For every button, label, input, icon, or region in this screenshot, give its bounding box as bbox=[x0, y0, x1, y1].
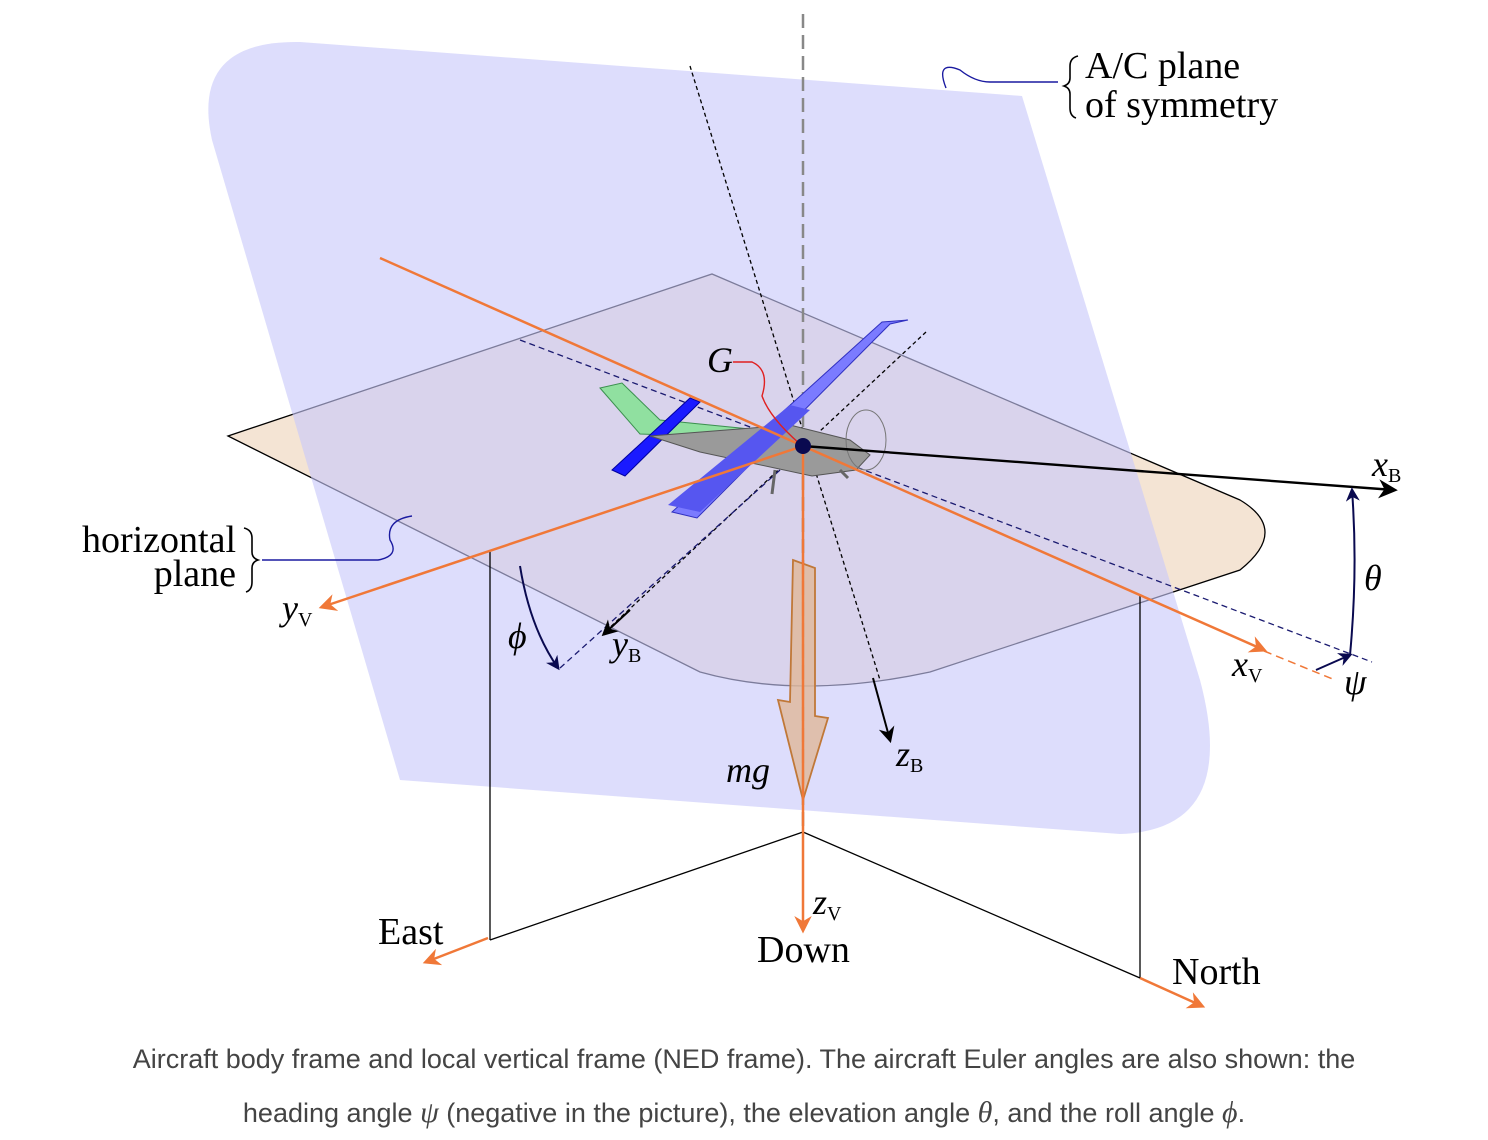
theta-arc bbox=[1345, 487, 1360, 656]
zb-label: zB bbox=[895, 734, 923, 777]
ground-projection-lines bbox=[489, 552, 1141, 979]
xb-label: xB bbox=[1371, 444, 1401, 487]
horizontal-plane-pointer bbox=[262, 515, 413, 561]
xv-axis-back bbox=[379, 256, 804, 448]
caption-part2: heading angle bbox=[242, 1098, 413, 1128]
wing-underside bbox=[668, 405, 810, 512]
yb-label: yB bbox=[609, 624, 641, 667]
vertical-frame-axes bbox=[318, 256, 1268, 1009]
xv-label: xV bbox=[1231, 644, 1263, 687]
weight-label: mg bbox=[726, 750, 770, 790]
braces bbox=[243, 55, 1079, 593]
caption-part5: . bbox=[1237, 1098, 1246, 1128]
caption-phi: ϕ bbox=[1222, 1096, 1238, 1129]
xv-axis bbox=[802, 444, 1268, 653]
pointer-lines bbox=[262, 66, 1058, 561]
aircraft bbox=[599, 319, 909, 519]
symmetry-plane-pointer bbox=[942, 66, 1058, 89]
angle-arcs bbox=[519, 487, 1360, 671]
zv-label: zV bbox=[812, 882, 842, 925]
horizontal-plane-label-line1: horizontal bbox=[82, 519, 236, 561]
yb-axis bbox=[601, 609, 631, 637]
phi-label: ϕ bbox=[508, 616, 527, 656]
xb-axis bbox=[802, 444, 1398, 499]
horizontal-plane-brace bbox=[243, 527, 261, 593]
north-label: North bbox=[1172, 951, 1261, 993]
horizontal-plane-label-line2: plane bbox=[154, 553, 236, 595]
theta-label: θ bbox=[1364, 558, 1382, 598]
east-arrow bbox=[422, 936, 489, 966]
cg-label: G bbox=[707, 340, 733, 380]
caption-psi: ψ bbox=[420, 1096, 439, 1129]
north-arrow bbox=[1139, 976, 1206, 1009]
yv-label: yV bbox=[279, 588, 313, 631]
phi-arc bbox=[519, 565, 560, 671]
zb-axis bbox=[872, 677, 895, 744]
symmetry-plane-label-line1: A/C plane bbox=[1085, 45, 1240, 87]
psi-arc bbox=[1315, 653, 1353, 671]
body-frame-axes bbox=[601, 444, 1398, 744]
aircraft-frames-diagram: A/C plane of symmetry horizontal plane G… bbox=[82, 14, 1401, 1009]
caption-part1: Aircraft body frame and local vertical f… bbox=[132, 1044, 1356, 1074]
cg-point bbox=[795, 438, 811, 454]
yv-axis bbox=[318, 444, 804, 611]
cg-leader bbox=[733, 361, 801, 445]
landing-gear-left bbox=[770, 469, 777, 495]
symmetry-plane-label-line2: of symmetry bbox=[1085, 84, 1278, 126]
east-label: East bbox=[378, 911, 444, 953]
caption-part4: , and the roll angle bbox=[992, 1098, 1215, 1128]
figure-caption: Aircraft body frame and local vertical f… bbox=[10, 1032, 1478, 1140]
psi-label: ψ bbox=[1344, 662, 1367, 702]
caption-part3: (negative in the picture), the elevation… bbox=[446, 1098, 971, 1128]
propeller-disk bbox=[845, 409, 887, 471]
caption-theta: θ bbox=[977, 1096, 993, 1129]
landing-gear-right bbox=[838, 468, 850, 480]
down-label: Down bbox=[757, 929, 850, 971]
symmetry-plane-brace bbox=[1061, 55, 1079, 119]
